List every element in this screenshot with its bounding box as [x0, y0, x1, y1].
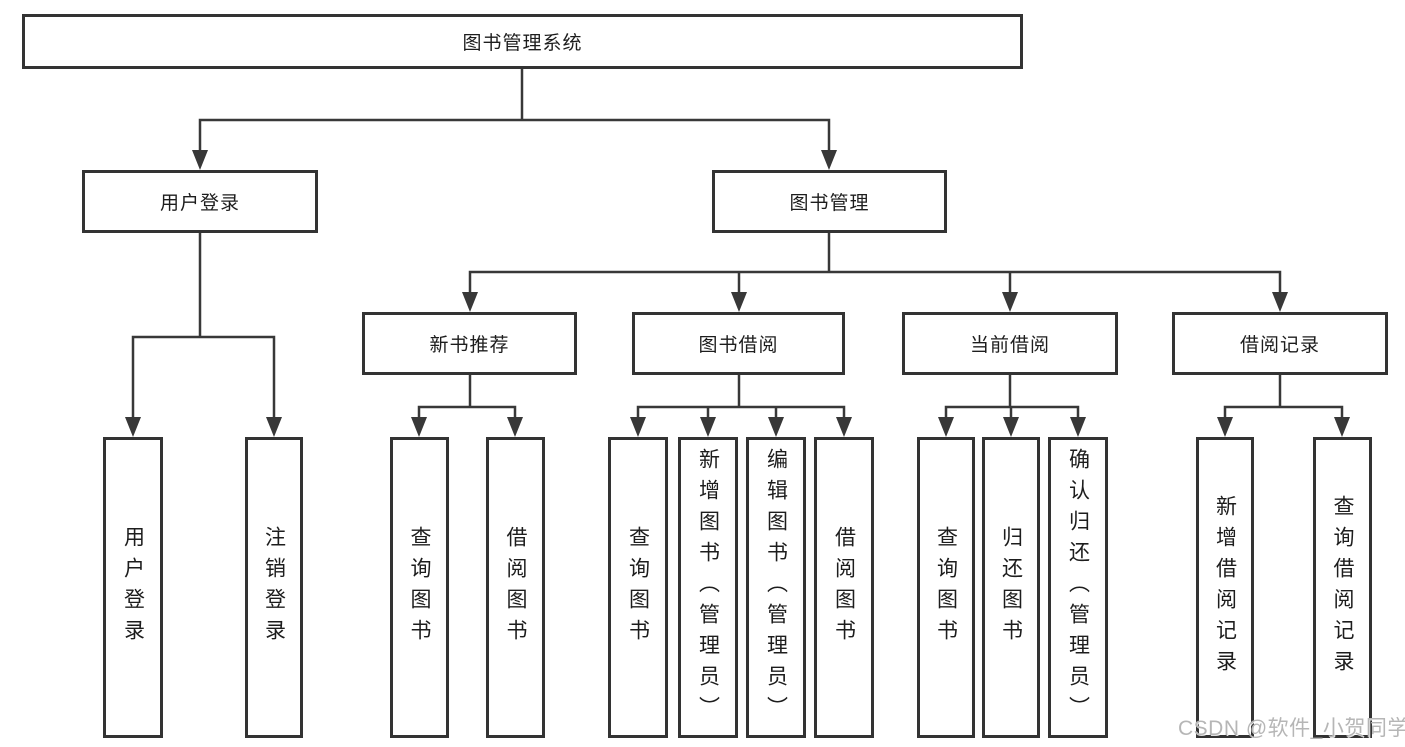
leaf-query-borrow-record: 查询借阅记录 — [1313, 437, 1372, 738]
node-current-borrow: 当前借阅 — [902, 312, 1118, 375]
node-root: 图书管理系统 — [22, 14, 1023, 69]
leaf-return-books: 归还图书 — [982, 437, 1040, 738]
watermark: CSDN @软件_小贺同学 — [1178, 717, 1405, 740]
leaf-confirm-return-admin: 确认归还（管理员） — [1048, 437, 1108, 738]
arrowhead-icons — [125, 150, 1350, 437]
node-book-management: 图书管理 — [712, 170, 947, 233]
leaf-query-books-3: 查询图书 — [917, 437, 975, 738]
leaf-add-books-admin: 新增图书（管理员） — [678, 437, 738, 738]
leaf-user-login: 用户登录 — [103, 437, 163, 738]
leaf-edit-books-admin: 编辑图书（管理员） — [746, 437, 806, 738]
leaf-add-borrow-record: 新增借阅记录 — [1196, 437, 1254, 738]
node-user-login: 用户登录 — [82, 170, 318, 233]
node-borrow-records: 借阅记录 — [1172, 312, 1388, 375]
leaf-query-books-1: 查询图书 — [390, 437, 449, 738]
leaf-logout: 注销登录 — [245, 437, 303, 738]
leaf-borrow-books-1: 借阅图书 — [486, 437, 545, 738]
node-book-borrow: 图书借阅 — [632, 312, 845, 375]
leaf-borrow-books-2: 借阅图书 — [814, 437, 874, 738]
node-new-book-recommend: 新书推荐 — [362, 312, 577, 375]
leaf-query-books-2: 查询图书 — [608, 437, 668, 738]
